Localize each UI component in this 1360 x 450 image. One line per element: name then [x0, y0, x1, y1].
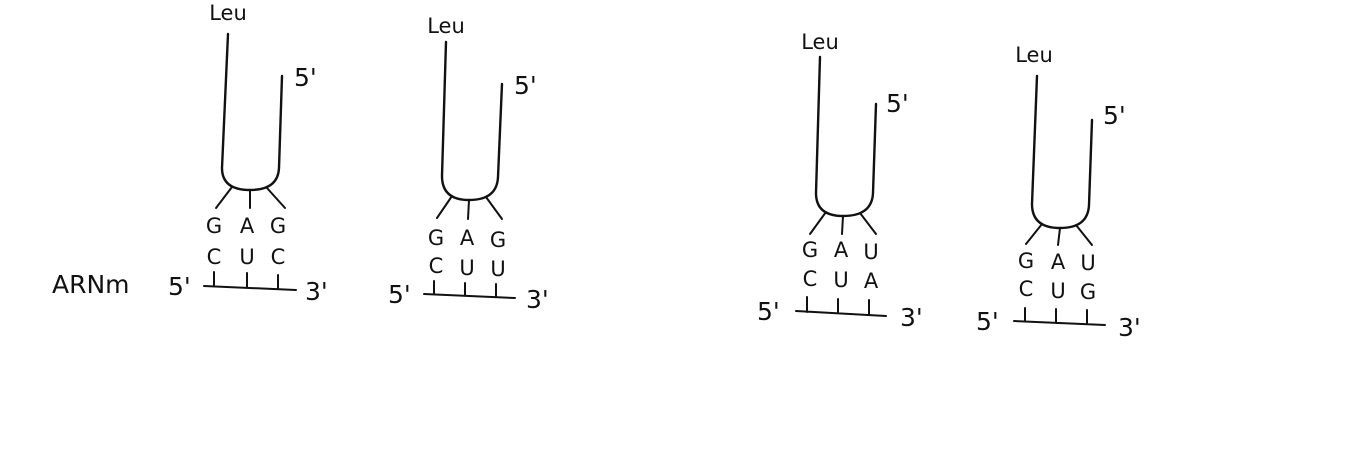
anticodon-base-1-2: A [240, 214, 255, 238]
trna-4-body [1032, 76, 1092, 228]
trna-5prime-label-4: 5' [1103, 101, 1126, 130]
anticodon-base-1-3: G [270, 214, 286, 238]
codon-base-4-2: U [1050, 279, 1065, 303]
anticodon-base-2-1: G [428, 226, 444, 250]
trna-4-anticodon-stub-3 [1076, 225, 1092, 245]
mrna-3prime-label-2: 3' [526, 285, 549, 314]
trna-5prime-label-3: 5' [886, 89, 909, 118]
codon-base-4-3: G [1080, 280, 1096, 304]
trna-1-anticodon-stub-3 [267, 188, 285, 208]
trna-1-body [222, 34, 282, 190]
trna-4-anticodon-stub-2 [1058, 228, 1060, 245]
codon-base-4-1: C [1019, 277, 1034, 301]
anticodon-base-4-3: U [1080, 251, 1095, 275]
anticodon-base-2-3: G [490, 228, 506, 252]
mrna-label: ARNm [52, 270, 130, 299]
pairing-3: Leu 5' G A U C U A 5' 3' [757, 30, 923, 332]
codon-base-1-2: U [239, 245, 254, 269]
codon-base-3-3: A [864, 269, 879, 293]
trna-2-anticodon-stub-1 [437, 196, 452, 218]
trna-3-anticodon-stub-3 [860, 213, 876, 234]
amino-acid-label-2: Leu [427, 14, 465, 38]
codon-base-2-2: U [459, 256, 474, 280]
mrna-3prime-label-3: 3' [900, 303, 923, 332]
pairing-2: Leu 5' G A G C U U 5' 3' [388, 14, 549, 314]
mrna-3prime-label-1: 3' [305, 277, 328, 306]
trna-4-anticodon-stub-1 [1026, 224, 1042, 244]
mrna-5prime-label-4: 5' [976, 307, 999, 336]
mrna-strand-3 [796, 297, 886, 316]
mrna-strand-4 [1014, 308, 1105, 325]
trna-3-body [816, 57, 876, 216]
codon-base-3-2: U [833, 268, 848, 292]
amino-acid-label-1: Leu [209, 1, 247, 25]
mrna-strand-2 [424, 281, 515, 298]
trna-2-anticodon-stub-3 [486, 197, 502, 219]
mrna-5prime-label-2: 5' [388, 280, 411, 309]
anticodon-base-2-2: A [460, 226, 475, 250]
anticodon-base-3-2: A [834, 238, 849, 262]
trna-3-anticodon-stub-1 [810, 212, 826, 234]
trna-5prime-label-2: 5' [514, 71, 537, 100]
mrna-3prime-label-4: 3' [1118, 313, 1141, 342]
codon-base-1-3: C [271, 245, 286, 269]
anticodon-base-3-3: U [863, 240, 878, 264]
trna-3-anticodon-stub-2 [842, 216, 843, 234]
trna-5prime-label-1: 5' [294, 63, 317, 92]
anticodon-base-4-2: A [1051, 250, 1066, 274]
amino-acid-label-3: Leu [801, 30, 839, 54]
mrna-5prime-label-1: 5' [168, 272, 191, 301]
codon-base-3-1: C [803, 267, 818, 291]
pairing-1: Leu 5' G A G C U C ARNm 5' 3' [52, 1, 328, 306]
codon-base-2-1: C [429, 254, 444, 278]
codon-base-2-3: U [490, 257, 505, 281]
trna-2-anticodon-stub-2 [468, 200, 469, 219]
trna-2-body [442, 42, 502, 200]
trna-1-anticodon-stub-1 [216, 187, 232, 208]
codon-base-1-1: C [207, 245, 222, 269]
pairing-4: Leu 5' G A U C U G 5' 3' [976, 43, 1141, 342]
anticodon-base-1-1: G [206, 214, 222, 238]
mrna-5prime-label-3: 5' [757, 297, 780, 326]
amino-acid-label-4: Leu [1015, 43, 1053, 67]
anticodon-base-3-1: G [802, 238, 818, 262]
anticodon-base-4-1: G [1018, 249, 1034, 273]
mrna-strand-1 [204, 272, 296, 290]
